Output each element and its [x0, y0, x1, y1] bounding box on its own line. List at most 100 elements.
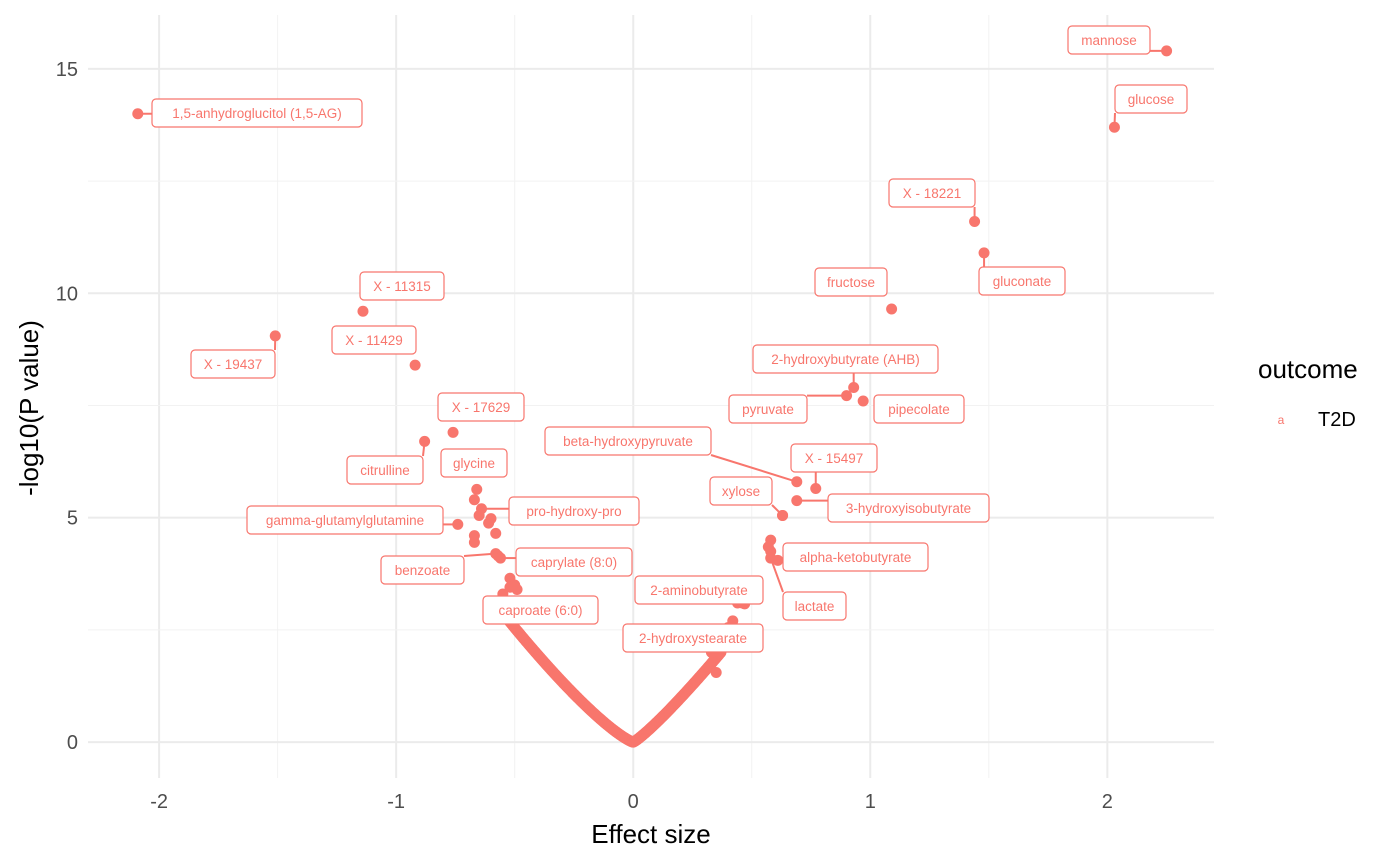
- data-point: [1161, 45, 1173, 57]
- point-label-text: gluconate: [993, 274, 1052, 289]
- point-label-text: benzoate: [395, 563, 451, 578]
- data-point: [857, 395, 869, 407]
- data-point: [791, 476, 803, 488]
- point-label: 2-hydroxystearate: [622, 623, 764, 653]
- point-label-text: pipecolate: [888, 402, 950, 417]
- point-label: X - 17629: [437, 392, 525, 422]
- data-point: [810, 483, 822, 495]
- data-point: [791, 495, 803, 507]
- point-label: lactate: [782, 591, 847, 621]
- legend-title: outcome: [1258, 354, 1358, 384]
- point-label-text: X - 15497: [805, 451, 864, 466]
- point-label-text: glycine: [453, 456, 495, 471]
- point-label-box: [151, 98, 363, 128]
- point-label-box: [728, 394, 808, 424]
- point-label: X - 11315: [359, 271, 445, 301]
- data-point: [452, 518, 464, 530]
- data-point: [483, 517, 495, 529]
- x-tick-label: -1: [387, 791, 405, 813]
- y-axis-title: -log10(P value): [14, 320, 44, 496]
- point-label-text: X - 11315: [373, 279, 431, 294]
- point-label-box: [709, 476, 773, 506]
- data-point: [841, 390, 853, 402]
- data-point: [468, 494, 480, 506]
- point-label: 3-hydroxyisobutyrate: [827, 493, 990, 523]
- point-label-box: [790, 443, 878, 473]
- point-label-box: [515, 547, 633, 577]
- point-label: 1,5-anhydroglucitol (1,5-AG): [151, 98, 363, 128]
- point-label-box: [544, 426, 712, 456]
- point-label-box: [978, 266, 1066, 296]
- data-point: [468, 536, 480, 548]
- point-label-text: fructose: [827, 275, 875, 290]
- point-labels: mannose glucose 1,5-anhydroglucitol (1,5-A…: [151, 25, 1188, 653]
- data-point: [848, 382, 860, 394]
- y-tick-label: 10: [56, 283, 78, 305]
- y-tick-label: 0: [67, 732, 78, 754]
- point-label: pro-hydroxy-pro: [508, 496, 640, 526]
- point-label-box: [440, 448, 508, 478]
- point-label-text: 2-hydroxystearate: [639, 631, 747, 646]
- point-label: pipecolate: [873, 394, 965, 424]
- data-point: [765, 552, 777, 564]
- point-label: pyruvate: [728, 394, 808, 424]
- data-point: [471, 483, 483, 495]
- point-label-text: beta-hydroxypyruvate: [563, 434, 693, 449]
- point-label-text: X - 19437: [204, 357, 263, 372]
- point-label: alpha-ketobutyrate: [782, 542, 929, 572]
- point-label-text: 1,5-anhydroglucitol (1,5-AG): [172, 106, 342, 121]
- data-point: [419, 435, 431, 447]
- point-label-text: alpha-ketobutyrate: [800, 550, 912, 565]
- grid-lines: [88, 15, 1214, 778]
- point-label-box: [814, 267, 888, 297]
- point-label-box: [1114, 84, 1188, 114]
- point-label: benzoate: [380, 555, 465, 585]
- point-label-box: [380, 555, 465, 585]
- point-label-text: xylose: [722, 484, 760, 499]
- x-tick-label: -2: [150, 791, 168, 813]
- x-axis-title: Effect size: [591, 819, 710, 849]
- data-point: [357, 305, 369, 317]
- legend: outcome a T2D: [1258, 354, 1358, 431]
- point-label-text: 2-hydroxybutyrate (AHB): [771, 352, 920, 367]
- point-label-text: gamma-glutamylglutamine: [266, 513, 424, 528]
- point-label: 2-hydroxybutyrate (AHB): [752, 344, 939, 374]
- data-point: [969, 215, 981, 227]
- data-point: [269, 330, 281, 342]
- x-tick-label: 2: [1102, 791, 1113, 813]
- point-label-text: X - 17629: [452, 400, 511, 415]
- point-label-text: 3-hydroxyisobutyrate: [846, 501, 971, 516]
- point-label-box: [888, 178, 976, 208]
- point-label-box: [622, 623, 764, 653]
- point-label: glycine: [440, 448, 508, 478]
- point-label: xylose: [709, 476, 773, 506]
- point-label-box: [873, 394, 965, 424]
- data-point: [886, 303, 898, 315]
- data-point: [494, 552, 506, 564]
- point-label-box: [331, 325, 417, 355]
- point-label-box: [782, 542, 929, 572]
- point-label: glucose: [1114, 84, 1188, 114]
- y-tick-label: 15: [56, 59, 78, 81]
- point-label: gamma-glutamylglutamine: [246, 505, 444, 535]
- point-label: X - 19437: [190, 349, 276, 379]
- point-label: beta-hydroxypyruvate: [544, 426, 712, 456]
- point-label-box: [190, 349, 276, 379]
- legend-key: a: [1278, 413, 1285, 427]
- point-label-text: caproate (6:0): [498, 603, 582, 618]
- point-label-text: 2-aminobutyrate: [650, 583, 748, 598]
- point-label-box: [827, 493, 990, 523]
- point-label: citrulline: [346, 455, 424, 485]
- data-point: [1108, 121, 1120, 133]
- point-label: mannose: [1067, 25, 1151, 55]
- point-label: X - 11429: [331, 325, 417, 355]
- point-label-text: X - 18221: [903, 186, 962, 201]
- point-label-text: lactate: [795, 599, 835, 614]
- data-point: [710, 667, 722, 679]
- x-tick-label: 1: [865, 791, 876, 813]
- legend-entry-t2d: T2D: [1318, 409, 1356, 431]
- point-label-text: mannose: [1081, 33, 1137, 48]
- data-point: [511, 583, 523, 595]
